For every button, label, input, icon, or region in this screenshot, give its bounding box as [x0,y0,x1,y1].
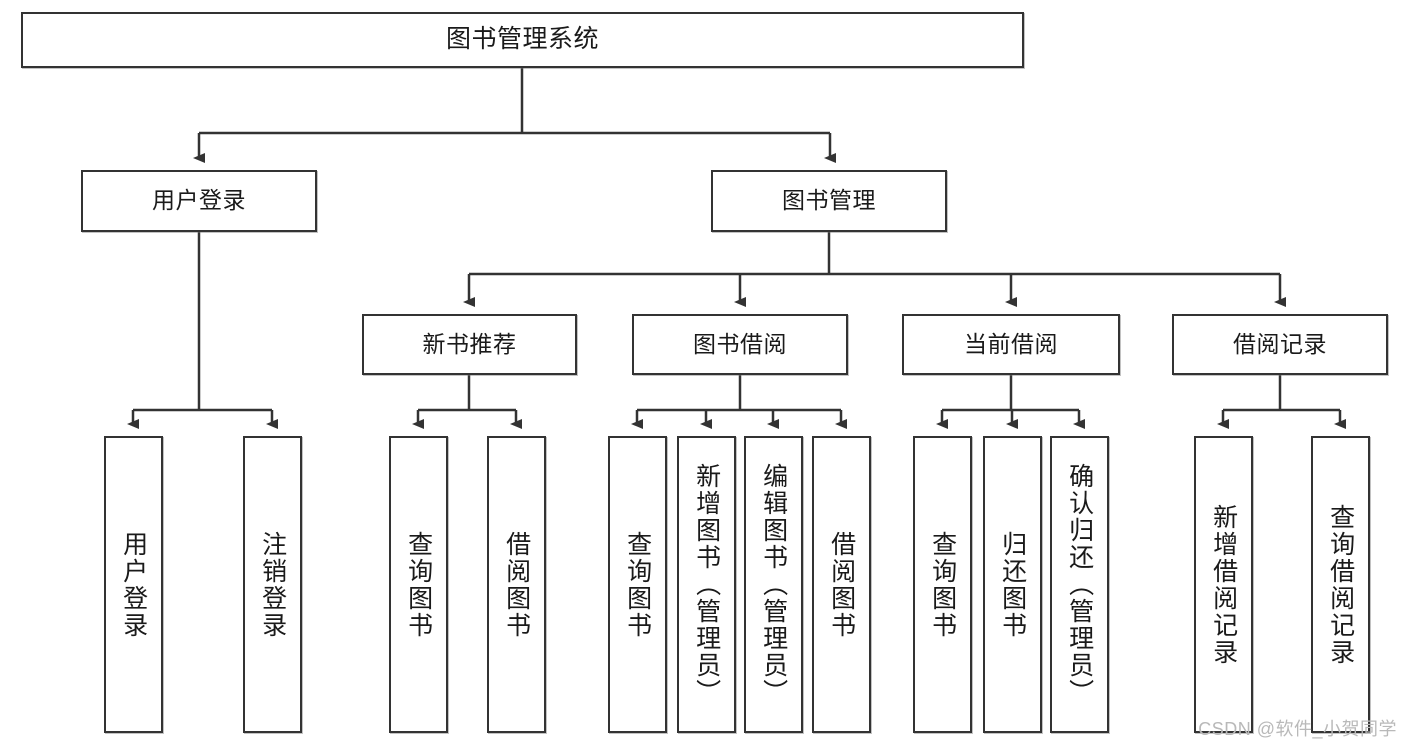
node-label: 借阅记录 [1233,330,1327,357]
node-label: 查询图书 [623,530,652,639]
node-leaf-query-record[interactable]: 查询借阅记录 [1311,436,1370,733]
node-label: 查询图书 [404,530,433,639]
node-label: 注销登录 [258,530,287,639]
node-leaf-return-book[interactable]: 归还图书 [983,436,1042,733]
node-label: 图书管理系统 [445,25,599,54]
node-label: 查询图书 [928,530,957,639]
node-label: 确认归还（管理员） [1065,463,1094,706]
node-borrow-record[interactable]: 借阅记录 [1172,314,1388,375]
node-book-borrow[interactable]: 图书借阅 [632,314,848,375]
node-leaf-query-book-2[interactable]: 查询图书 [608,436,667,733]
node-label: 查询借阅记录 [1326,503,1355,666]
node-leaf-edit-book[interactable]: 编辑图书（管理员） [744,436,803,733]
node-label: 借阅图书 [827,530,856,639]
node-leaf-user-login[interactable]: 用户登录 [104,436,163,733]
node-book-manage[interactable]: 图书管理 [711,170,947,232]
node-current-borrow[interactable]: 当前借阅 [902,314,1120,375]
node-root-system[interactable]: 图书管理系统 [21,12,1024,68]
node-leaf-add-record[interactable]: 新增借阅记录 [1194,436,1253,733]
node-label: 用户登录 [152,187,246,214]
node-label: 图书管理 [782,187,876,214]
node-label: 新增图书（管理员） [692,463,721,706]
node-label: 用户登录 [119,530,148,639]
node-leaf-logout[interactable]: 注销登录 [243,436,302,733]
node-label: 归还图书 [998,530,1027,639]
node-label: 借阅图书 [502,530,531,639]
node-leaf-confirm-return[interactable]: 确认归还（管理员） [1050,436,1109,733]
node-label: 新书推荐 [422,330,517,357]
node-label: 图书借阅 [693,330,787,357]
node-label: 编辑图书（管理员） [759,463,788,706]
node-leaf-borrow-book-2[interactable]: 借阅图书 [812,436,871,733]
node-leaf-query-book-1[interactable]: 查询图书 [389,436,448,733]
node-leaf-add-book[interactable]: 新增图书（管理员） [677,436,736,733]
watermark-text: CSDN @软件_小贺同学 [1198,719,1397,739]
node-user-login[interactable]: 用户登录 [81,170,317,232]
node-leaf-query-book-3[interactable]: 查询图书 [913,436,972,733]
node-label: 新增借阅记录 [1209,503,1238,666]
node-new-book-recommend[interactable]: 新书推荐 [362,314,577,375]
node-label: 当前借阅 [964,330,1058,357]
node-leaf-borrow-book-1[interactable]: 借阅图书 [487,436,546,733]
